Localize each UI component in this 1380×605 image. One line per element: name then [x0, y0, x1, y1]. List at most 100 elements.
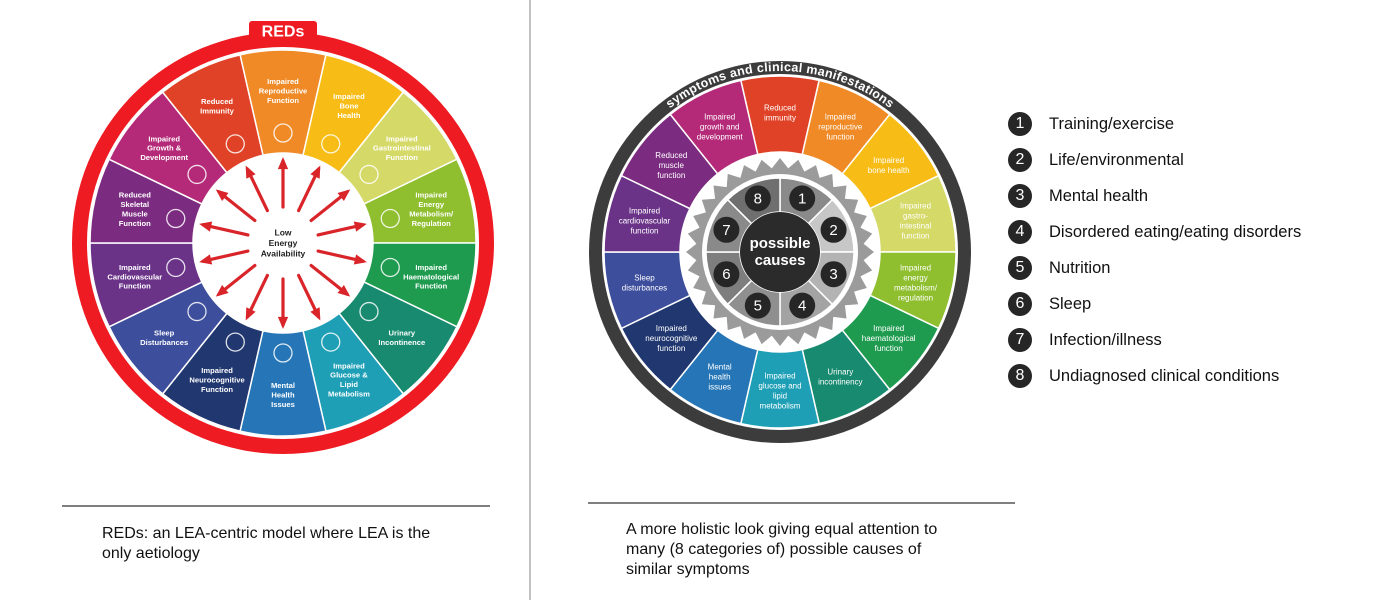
segment-label: Impaired	[415, 191, 447, 200]
segment-label: Impaired	[825, 112, 856, 121]
segment-label: metabolism/	[894, 283, 938, 292]
segment-label: Energy	[418, 200, 445, 209]
lea-center-label: Energy	[269, 238, 298, 248]
right-caption-line: similar symptoms	[626, 561, 750, 578]
kidney-icon	[359, 301, 379, 322]
segment-label: Impaired	[201, 366, 233, 375]
lea-center-label: Availability	[261, 249, 306, 259]
liver-icon	[380, 208, 400, 229]
segment-label: Impaired	[873, 324, 904, 333]
segment-label: Impaired	[119, 263, 151, 272]
segment-label: Health	[271, 391, 295, 400]
cause-number: 3	[829, 266, 837, 283]
arrow-head	[310, 165, 321, 179]
segment-label: Function	[386, 153, 418, 162]
segment-label: health	[709, 373, 731, 382]
cause-number: 2	[829, 222, 837, 239]
segment-label: Disturbances	[140, 338, 188, 347]
cause-number-badge	[713, 216, 740, 243]
segment-label: Function	[119, 282, 151, 291]
segment-label: Mental	[271, 381, 295, 390]
arrow-head	[277, 316, 289, 329]
legend-label: Training/exercise	[1049, 114, 1175, 133]
segment-label: Reduced	[655, 151, 687, 160]
segment-label: neurocognitive	[645, 334, 698, 343]
segment-label: cardiovascular	[619, 217, 671, 226]
segment-label: Impaired	[148, 134, 180, 143]
right-caption: A more holistic look giving equal attent…	[626, 520, 1026, 580]
cause-number-badge	[713, 261, 740, 288]
segment-label: Reduced	[201, 97, 233, 106]
cause-number: 8	[754, 190, 762, 207]
segment-label: Impaired	[415, 263, 447, 272]
causes-center-label: possible	[750, 235, 811, 252]
arrow-head	[310, 307, 321, 321]
growth-chart-icon	[187, 164, 207, 185]
causes-center-label: causes	[755, 252, 806, 269]
legend-number: 4	[1008, 220, 1032, 244]
segment-label: immunity	[764, 114, 796, 123]
segment-label: Impaired	[333, 361, 365, 370]
zzz-icon	[187, 301, 207, 322]
segment-label: Impaired	[900, 202, 931, 211]
segment-label: Reduced	[119, 191, 151, 200]
symptom-segment	[669, 79, 759, 175]
segment-label: Reduced	[764, 104, 796, 113]
segment-label: Incontinence	[378, 338, 425, 347]
cause-number-badge	[820, 216, 847, 243]
segment-label: function	[875, 344, 903, 353]
cause-number-badge	[789, 292, 816, 319]
segment-label: Neurocognitive	[189, 375, 244, 384]
segment-label: Function	[201, 385, 233, 394]
segment-label: growth and	[700, 122, 740, 131]
segment-label: Impaired	[267, 77, 299, 86]
left-caption-line: only aetiology	[102, 545, 200, 562]
segment-label: development	[697, 132, 744, 141]
arrow-head	[245, 307, 256, 321]
segment-label: function	[657, 171, 685, 180]
segment-label: Lipid	[340, 380, 358, 389]
virus-icon	[225, 134, 245, 154]
brain-icon	[225, 332, 245, 352]
uterus-icon	[273, 123, 293, 143]
segment-label: Impaired	[764, 372, 795, 381]
muscle-icon	[166, 208, 186, 229]
intestine-icon	[359, 164, 379, 185]
causes-center	[740, 212, 820, 292]
legend-number: 5	[1008, 256, 1032, 280]
segment-label: regulation	[898, 293, 933, 302]
segment-label: Sleep	[154, 329, 175, 338]
arrow-head	[215, 284, 229, 297]
segment-label: Mental	[708, 363, 732, 372]
segment-label: Function	[415, 282, 447, 291]
segment-label: Issues	[271, 400, 295, 409]
segment-label: energy	[903, 273, 927, 282]
segment-label: Regulation	[412, 219, 452, 228]
segment-label: Gastrointestinal	[373, 144, 431, 153]
segment-label: Growth &	[147, 144, 182, 153]
segment-label: Impaired	[900, 263, 931, 272]
arrow-head	[277, 157, 289, 170]
reds-title: REDs	[262, 24, 305, 41]
cause-number-badge	[820, 261, 847, 288]
segment-label: function	[826, 132, 854, 141]
arrow-head	[199, 254, 213, 265]
arrow-head	[245, 165, 256, 179]
segment-label: Urinary	[827, 368, 853, 377]
arrow-head	[215, 189, 229, 202]
segment-label: Muscle	[122, 209, 148, 218]
segment-label: Glucose &	[330, 371, 368, 380]
bone-icon	[321, 134, 341, 154]
right-caption-line: many (8 categories of) possible causes o…	[626, 541, 922, 558]
segment-label: intestinal	[900, 222, 932, 231]
arrow-head	[337, 189, 351, 202]
